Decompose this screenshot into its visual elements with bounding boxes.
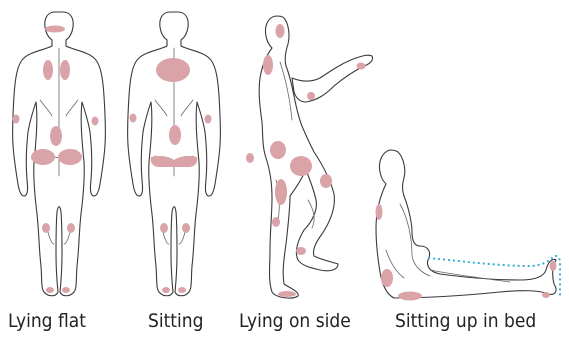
pressure-area-calf-left	[160, 223, 168, 233]
pressure-area-ankle-upper	[296, 247, 306, 255]
caption-sitting: Sitting	[148, 310, 203, 332]
pressure-area-ear	[276, 24, 285, 38]
pressure-area-elbow-right	[92, 117, 99, 126]
pressure-area-heel-left	[46, 287, 54, 293]
pressure-area-calf-right	[67, 223, 75, 233]
pressure-area-hip	[270, 141, 286, 159]
pressure-area-foot-lower	[278, 291, 296, 297]
pressure-area-elbow-right	[205, 115, 212, 124]
figure-lying-flat	[13, 12, 106, 296]
pressure-area-sacrum	[169, 125, 181, 145]
pressure-area-shoulder	[263, 55, 273, 75]
pressure-area-sacrum	[381, 269, 393, 287]
pressure-area-buttock-right	[58, 149, 82, 165]
pressure-area-heel-left	[162, 287, 170, 293]
pressure-area-buttocks	[398, 292, 422, 301]
caption-lying-on-side: Lying on side	[239, 310, 351, 332]
pressure-area-thigh	[290, 156, 312, 176]
caption-lying-flat: Lying flat	[8, 310, 86, 332]
pressure-area-heel-right	[62, 287, 70, 293]
pressure-area-knee-lower	[275, 179, 287, 205]
pressure-area-shoulder-blade-left	[43, 60, 53, 80]
pressure-area-heel	[542, 292, 550, 298]
pressure-area-elbow	[307, 92, 315, 100]
pressure-area-shoulder-blade-right	[60, 60, 70, 80]
figure-sitting	[128, 12, 221, 296]
pressure-area-head	[45, 26, 65, 33]
pressure-area-heel-right	[178, 287, 186, 293]
pressure-area-shoulder-blade	[376, 204, 383, 220]
pressure-area-hand	[357, 63, 366, 70]
pressure-area-calf-left	[42, 223, 50, 233]
figure-lying-on-side	[246, 16, 373, 298]
pressure-area-knee-upper	[320, 174, 332, 188]
pressure-area-shin	[272, 217, 280, 227]
pressure-area-elbow-left	[13, 115, 20, 124]
pressure-area-calf-right	[182, 223, 190, 233]
pressure-area-wrist	[246, 153, 254, 163]
pressure-area-upper-back	[156, 58, 190, 82]
pressure-area-toes	[550, 261, 557, 271]
caption-sitting-up-in-bed: Sitting up in bed	[395, 310, 536, 332]
pressure-area-sacrum	[50, 126, 62, 146]
figure-sitting-up-in-bed	[376, 150, 561, 301]
pressure-area-buttock-left	[31, 149, 55, 165]
pressure-area-elbow-left	[130, 114, 137, 123]
